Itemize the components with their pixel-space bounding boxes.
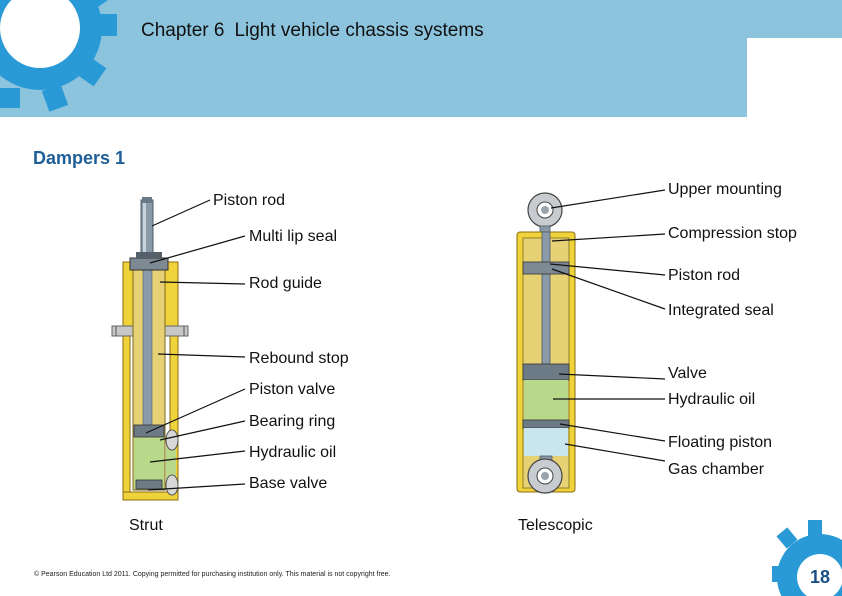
telescopic-label-valve: Valve [668, 365, 707, 382]
telescopic-label-piston-rod: Piston rod [668, 267, 741, 284]
strut-caption: Strut [129, 517, 163, 534]
strut-label-base-valve: Base valve [249, 475, 328, 492]
gear-icon [772, 520, 842, 596]
slide-title: Dampers 1 [33, 148, 126, 168]
telescopic-label-compression-stop: Compression stop [668, 225, 797, 242]
telescopic-caption: Telescopic [518, 517, 593, 534]
telescopic-leader-lines [549, 189, 666, 462]
telescopic-label-gas-chamber: Gas chamber [668, 461, 765, 478]
telescopic-label-integrated-seal: Integrated seal [668, 302, 774, 319]
header-band [0, 0, 747, 117]
strut-label-piston-valve: Piston valve [249, 381, 336, 398]
copyright-footer: © Pearson Education Ltd 2011. Copying pe… [34, 571, 391, 578]
telescopic-label-floating-piston: Floating piston [668, 434, 773, 451]
strut-label-multi-lip-seal: Multi lip seal [249, 228, 338, 245]
strut-label-bearing-ring: Bearing ring [249, 413, 336, 430]
page-number: 18 [809, 567, 831, 587]
telescopic-label-upper-mounting: Upper mounting [668, 181, 782, 198]
strut-label-piston-rod: Piston rod [213, 192, 286, 209]
chapter-title: Light vehicle chassis systems [234, 20, 484, 41]
chapter-header: Chapter 6 Light vehicle chassis systems [141, 20, 484, 42]
chapter-number: Chapter 6 [141, 20, 225, 41]
strut-label-hydraulic-oil: Hydraulic oil [249, 444, 337, 461]
strut-illustration [111, 197, 189, 501]
strut-label-rebound-stop: Rebound stop [249, 350, 349, 367]
gear-icon [0, 0, 117, 112]
telescopic-label-hydraulic-oil: Hydraulic oil [668, 391, 756, 408]
strut-leader-lines [145, 199, 246, 491]
strut-label-rod-guide: Rod guide [249, 275, 322, 292]
header-band-right [747, 0, 842, 38]
telescopic-illustration [516, 192, 576, 494]
